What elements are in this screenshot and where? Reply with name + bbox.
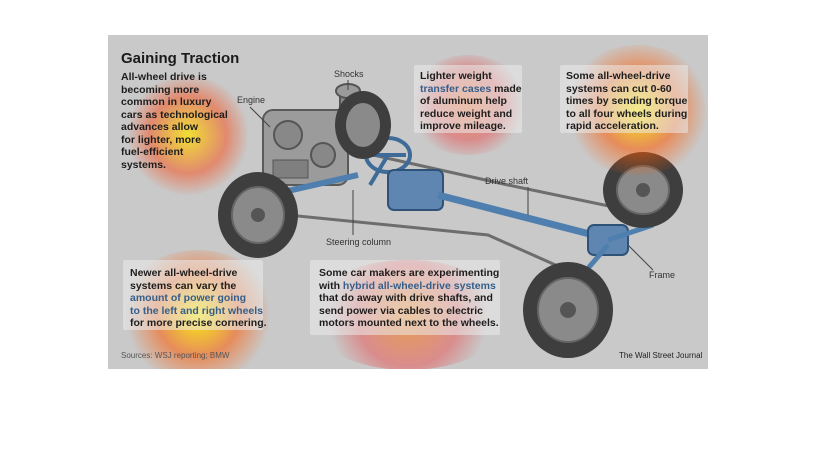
sources-note: Sources: WSJ reporting; BMW [121, 351, 230, 360]
transfer-case [387, 169, 444, 211]
note-line: improve mileage. [420, 120, 506, 132]
note-line: Newer all-wheel-drive [130, 267, 238, 279]
intro-line: All-wheel drive is [121, 71, 207, 83]
note-line: with [319, 279, 340, 292]
note-highlight: amount of power going [130, 292, 247, 304]
intro-line: common in luxury [121, 96, 212, 108]
note-transfer: Lighter weight transfer cases made of al… [420, 70, 522, 133]
callout-engine: Engine [237, 95, 266, 105]
intro-text: All-wheel drive is becoming more common … [121, 71, 228, 171]
engine-block [262, 109, 349, 186]
note-line: for more precise cornering. [130, 317, 267, 329]
intro-line: systems. [121, 158, 166, 171]
note-box-power [123, 260, 263, 330]
note-line: motors mounted next to the wheels. [319, 317, 499, 329]
callout-frame: Frame [649, 270, 676, 280]
intro-line: becoming more [121, 83, 200, 96]
note-highlight: transfer cases [420, 82, 492, 95]
wheel-front-right [335, 91, 391, 159]
note-line: times by sending torque [566, 95, 688, 107]
page-title: Gaining Traction [121, 50, 240, 67]
note-line: systems can cut 0-60 [566, 82, 672, 95]
callout-shocks: Shocks [334, 69, 364, 79]
intro-line: advances allow [121, 121, 199, 133]
note-box-hybrid [310, 260, 500, 335]
note-power: Newer all-wheel-drive systems can vary t… [130, 267, 267, 330]
note-line: of aluminum help [420, 95, 507, 107]
intro-line: for lighter, more [121, 133, 201, 146]
infographic-panel: Gaining Traction All-wheel drive is beco… [108, 35, 708, 369]
wheel-rear-right [603, 152, 683, 228]
note-line: systems can vary the [130, 279, 237, 292]
note-sixty: Some all-wheel-drive systems can cut 0-6… [566, 70, 687, 133]
leader-lines [249, 80, 654, 271]
note-hybrid: Some car makers are experimenting with h… [319, 267, 499, 330]
note-box-sixty [560, 65, 688, 133]
callout-steering-column: Steering column [326, 237, 392, 247]
intro-line: fuel-efficient [121, 146, 184, 158]
note-line: send power via cables to electric [319, 304, 483, 317]
note-box-transfer [414, 65, 522, 133]
note-highlight: to the left and right wheels [130, 304, 264, 317]
note-highlight: hybrid all-wheel-drive systems [342, 279, 496, 292]
note-line: that do away with drive shafts, and [319, 292, 493, 304]
note-line: Lighter weight [420, 70, 492, 82]
note-line: to all four wheels during [566, 107, 688, 120]
note-line: reduce weight and [420, 107, 513, 120]
note-line: Some car makers are experimenting [319, 267, 500, 279]
wheel-front-left [218, 172, 298, 258]
wheel-rear-left [523, 262, 613, 358]
note-line: Some all-wheel-drive [566, 70, 671, 82]
credit-line: The Wall Street Journal [619, 351, 703, 360]
note-line: made [494, 82, 522, 95]
drivetrain-diagram [218, 80, 683, 358]
callout-drive-shaft: Drive shaft [485, 176, 529, 186]
note-line: rapid acceleration. [566, 120, 659, 132]
drive-shaft [437, 191, 614, 244]
intro-line: cars as technological [121, 108, 228, 121]
